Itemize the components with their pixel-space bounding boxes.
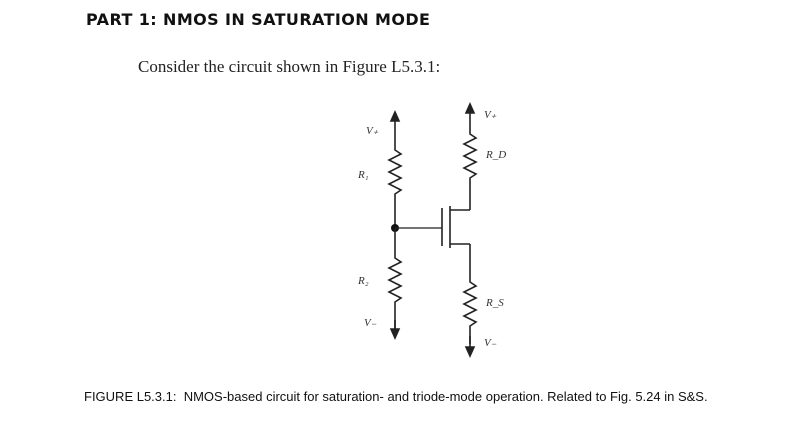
- resistor-rd: [462, 128, 478, 210]
- right-return-arrow: [464, 336, 476, 358]
- label-v-plus-left: V₊: [366, 125, 379, 137]
- left-supply-arrow: [389, 110, 401, 144]
- label-r2: R₂: [357, 275, 369, 287]
- label-v-plus-right: V₊: [484, 109, 497, 121]
- label-r1: R₁: [357, 169, 369, 181]
- circuit-figure: V₊ R₁ R₂ V₋ V₊ R_D R_S V₋: [357, 102, 506, 358]
- intro-text: Consider the circuit shown in Figure L5.…: [138, 57, 441, 76]
- caption-figure-number: FIGURE L5.3.1:: [84, 389, 177, 404]
- resistor-r2: [387, 228, 403, 334]
- nmos-transistor: [441, 206, 470, 248]
- label-v-minus-left: V₋: [364, 317, 377, 329]
- label-rd: R_D: [485, 149, 506, 161]
- resistor-r1: [387, 144, 403, 228]
- section-heading: PART 1: NMOS IN SATURATION MODE: [86, 10, 431, 29]
- resistor-rs: [462, 244, 478, 344]
- figure-caption: FIGURE L5.3.1: NMOS-based circuit for sa…: [84, 386, 774, 407]
- label-rs: R_S: [485, 297, 504, 309]
- left-return-arrow: [389, 320, 401, 340]
- caption-text: NMOS-based circuit for saturation- and t…: [183, 389, 708, 404]
- right-supply-arrow: [464, 102, 476, 128]
- label-v-minus-right: V₋: [484, 337, 497, 349]
